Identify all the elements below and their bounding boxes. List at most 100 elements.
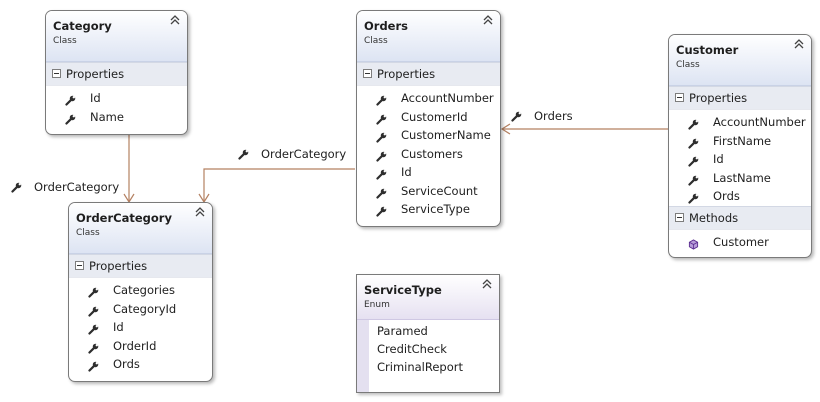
enum-stripe	[357, 320, 369, 392]
wrench-icon	[238, 148, 249, 160]
properties-section-header[interactable]: Properties	[357, 62, 500, 86]
class-shape-customer[interactable]: Customer Class Properties AccountNumber …	[668, 34, 812, 258]
property-item[interactable]: CustomerId	[357, 108, 500, 127]
properties-section-header[interactable]: Properties	[669, 86, 811, 110]
association-label-text: OrderCategory	[261, 147, 347, 161]
property-item[interactable]: Name	[46, 108, 187, 127]
section-title: Properties	[89, 259, 148, 273]
wrench-icon	[376, 186, 387, 199]
property-item[interactable]: Id	[69, 318, 212, 337]
wrench-icon	[88, 322, 99, 335]
shape-header[interactable]: Category Class	[46, 11, 187, 62]
wrench-icon	[376, 149, 387, 162]
double-chevron-up-icon[interactable]	[482, 279, 492, 291]
shape-header[interactable]: Customer Class	[669, 35, 811, 86]
section-title: Properties	[377, 67, 436, 81]
wrench-icon	[376, 93, 387, 106]
wrench-icon	[376, 130, 387, 143]
class-name: Customer	[676, 43, 739, 57]
property-item[interactable]: Id	[46, 89, 187, 108]
enum-value-list: Paramed CreditCheck CriminalReport	[357, 320, 499, 376]
property-item[interactable]: Id	[357, 163, 500, 182]
shape-header[interactable]: Orders Class	[357, 11, 500, 62]
double-chevron-up-icon[interactable]	[170, 15, 180, 27]
property-item[interactable]: OrderId	[69, 337, 212, 356]
property-item[interactable]: FirstName	[669, 132, 811, 151]
property-item[interactable]: AccountNumber	[669, 113, 811, 132]
wrench-icon	[88, 341, 99, 354]
wrench-icon	[88, 285, 99, 298]
wrench-icon	[88, 359, 99, 372]
property-list: Categories CategoryId Id OrderId Ords	[69, 278, 212, 374]
property-item[interactable]: Ords	[669, 187, 811, 206]
enum-value[interactable]: Paramed	[377, 324, 428, 338]
wrench-icon	[511, 110, 522, 122]
property-item[interactable]: AccountNumber	[357, 89, 500, 108]
class-name: OrderCategory	[76, 211, 172, 225]
class-name: Category	[53, 19, 112, 33]
property-item[interactable]: Ords	[69, 355, 212, 374]
wrench-icon	[688, 136, 699, 149]
class-kind: Class	[76, 228, 100, 238]
property-item[interactable]: Id	[669, 150, 811, 169]
property-item[interactable]: ServiceCount	[357, 182, 500, 201]
methods-section-header[interactable]: Methods	[669, 205, 811, 230]
collapse-toggle-icon[interactable]	[675, 212, 684, 222]
method-list: Customer	[669, 230, 811, 252]
method-item[interactable]: Customer	[669, 233, 811, 252]
double-chevron-up-icon[interactable]	[483, 15, 493, 27]
method-cube-icon	[688, 237, 699, 250]
property-list: Id Name	[46, 86, 187, 126]
class-kind: Class	[676, 60, 700, 70]
wrench-icon	[65, 93, 76, 106]
shape-header[interactable]: ServiceType Enum	[357, 275, 499, 320]
collapse-toggle-icon[interactable]	[363, 69, 372, 78]
section-title: Properties	[66, 67, 125, 81]
association-label-text: Orders	[534, 109, 573, 123]
property-item[interactable]: LastName	[669, 169, 811, 188]
enum-value[interactable]: CriminalReport	[377, 360, 464, 374]
wrench-icon	[88, 304, 99, 317]
class-shape-orders[interactable]: Orders Class Properties AccountNumber Cu…	[356, 10, 501, 227]
collapse-toggle-icon[interactable]	[675, 93, 684, 102]
enum-shape-servicetype[interactable]: ServiceType Enum Paramed CreditCheck Cri…	[356, 274, 500, 393]
property-list: AccountNumber CustomerId CustomerName Cu…	[357, 86, 500, 219]
wrench-icon	[688, 191, 699, 204]
wrench-icon	[376, 112, 387, 125]
wrench-icon	[688, 154, 699, 167]
properties-section-header[interactable]: Properties	[46, 62, 187, 86]
wrench-icon	[688, 117, 699, 130]
assoc-line-orders-ordercategory	[203, 168, 355, 202]
collapse-toggle-icon[interactable]	[75, 261, 84, 270]
collapse-toggle-icon[interactable]	[52, 69, 61, 78]
enum-name: ServiceType	[364, 283, 442, 297]
property-item[interactable]: Categories	[69, 281, 212, 300]
enum-value[interactable]: CreditCheck	[377, 342, 447, 356]
class-kind: Class	[53, 36, 77, 46]
property-item[interactable]: CategoryId	[69, 300, 212, 319]
property-item[interactable]: CustomerName	[357, 126, 500, 145]
class-shape-category[interactable]: Category Class Properties Id Name	[45, 10, 188, 135]
property-item[interactable]: Customers	[357, 145, 500, 164]
property-list: AccountNumber FirstName Id LastName Ords	[669, 110, 811, 206]
wrench-icon	[688, 173, 699, 186]
wrench-icon	[376, 167, 387, 180]
class-name: Orders	[364, 19, 408, 33]
double-chevron-up-icon[interactable]	[794, 39, 804, 51]
enum-body: Paramed CreditCheck CriminalReport	[357, 320, 499, 392]
properties-section-header[interactable]: Properties	[69, 254, 212, 278]
wrench-icon	[376, 204, 387, 217]
wrench-icon	[11, 181, 22, 193]
section-title: Methods	[689, 210, 739, 225]
property-item[interactable]: ServiceType	[357, 200, 500, 219]
double-chevron-up-icon[interactable]	[195, 207, 205, 219]
class-shape-ordercategory[interactable]: OrderCategory Class Properties Categorie…	[68, 202, 213, 382]
association-label-text: OrderCategory	[34, 180, 120, 194]
shape-header[interactable]: OrderCategory Class	[69, 203, 212, 254]
wrench-icon	[65, 112, 76, 125]
class-kind: Class	[364, 36, 388, 46]
enum-kind: Enum	[364, 300, 390, 310]
section-title: Properties	[689, 91, 748, 105]
